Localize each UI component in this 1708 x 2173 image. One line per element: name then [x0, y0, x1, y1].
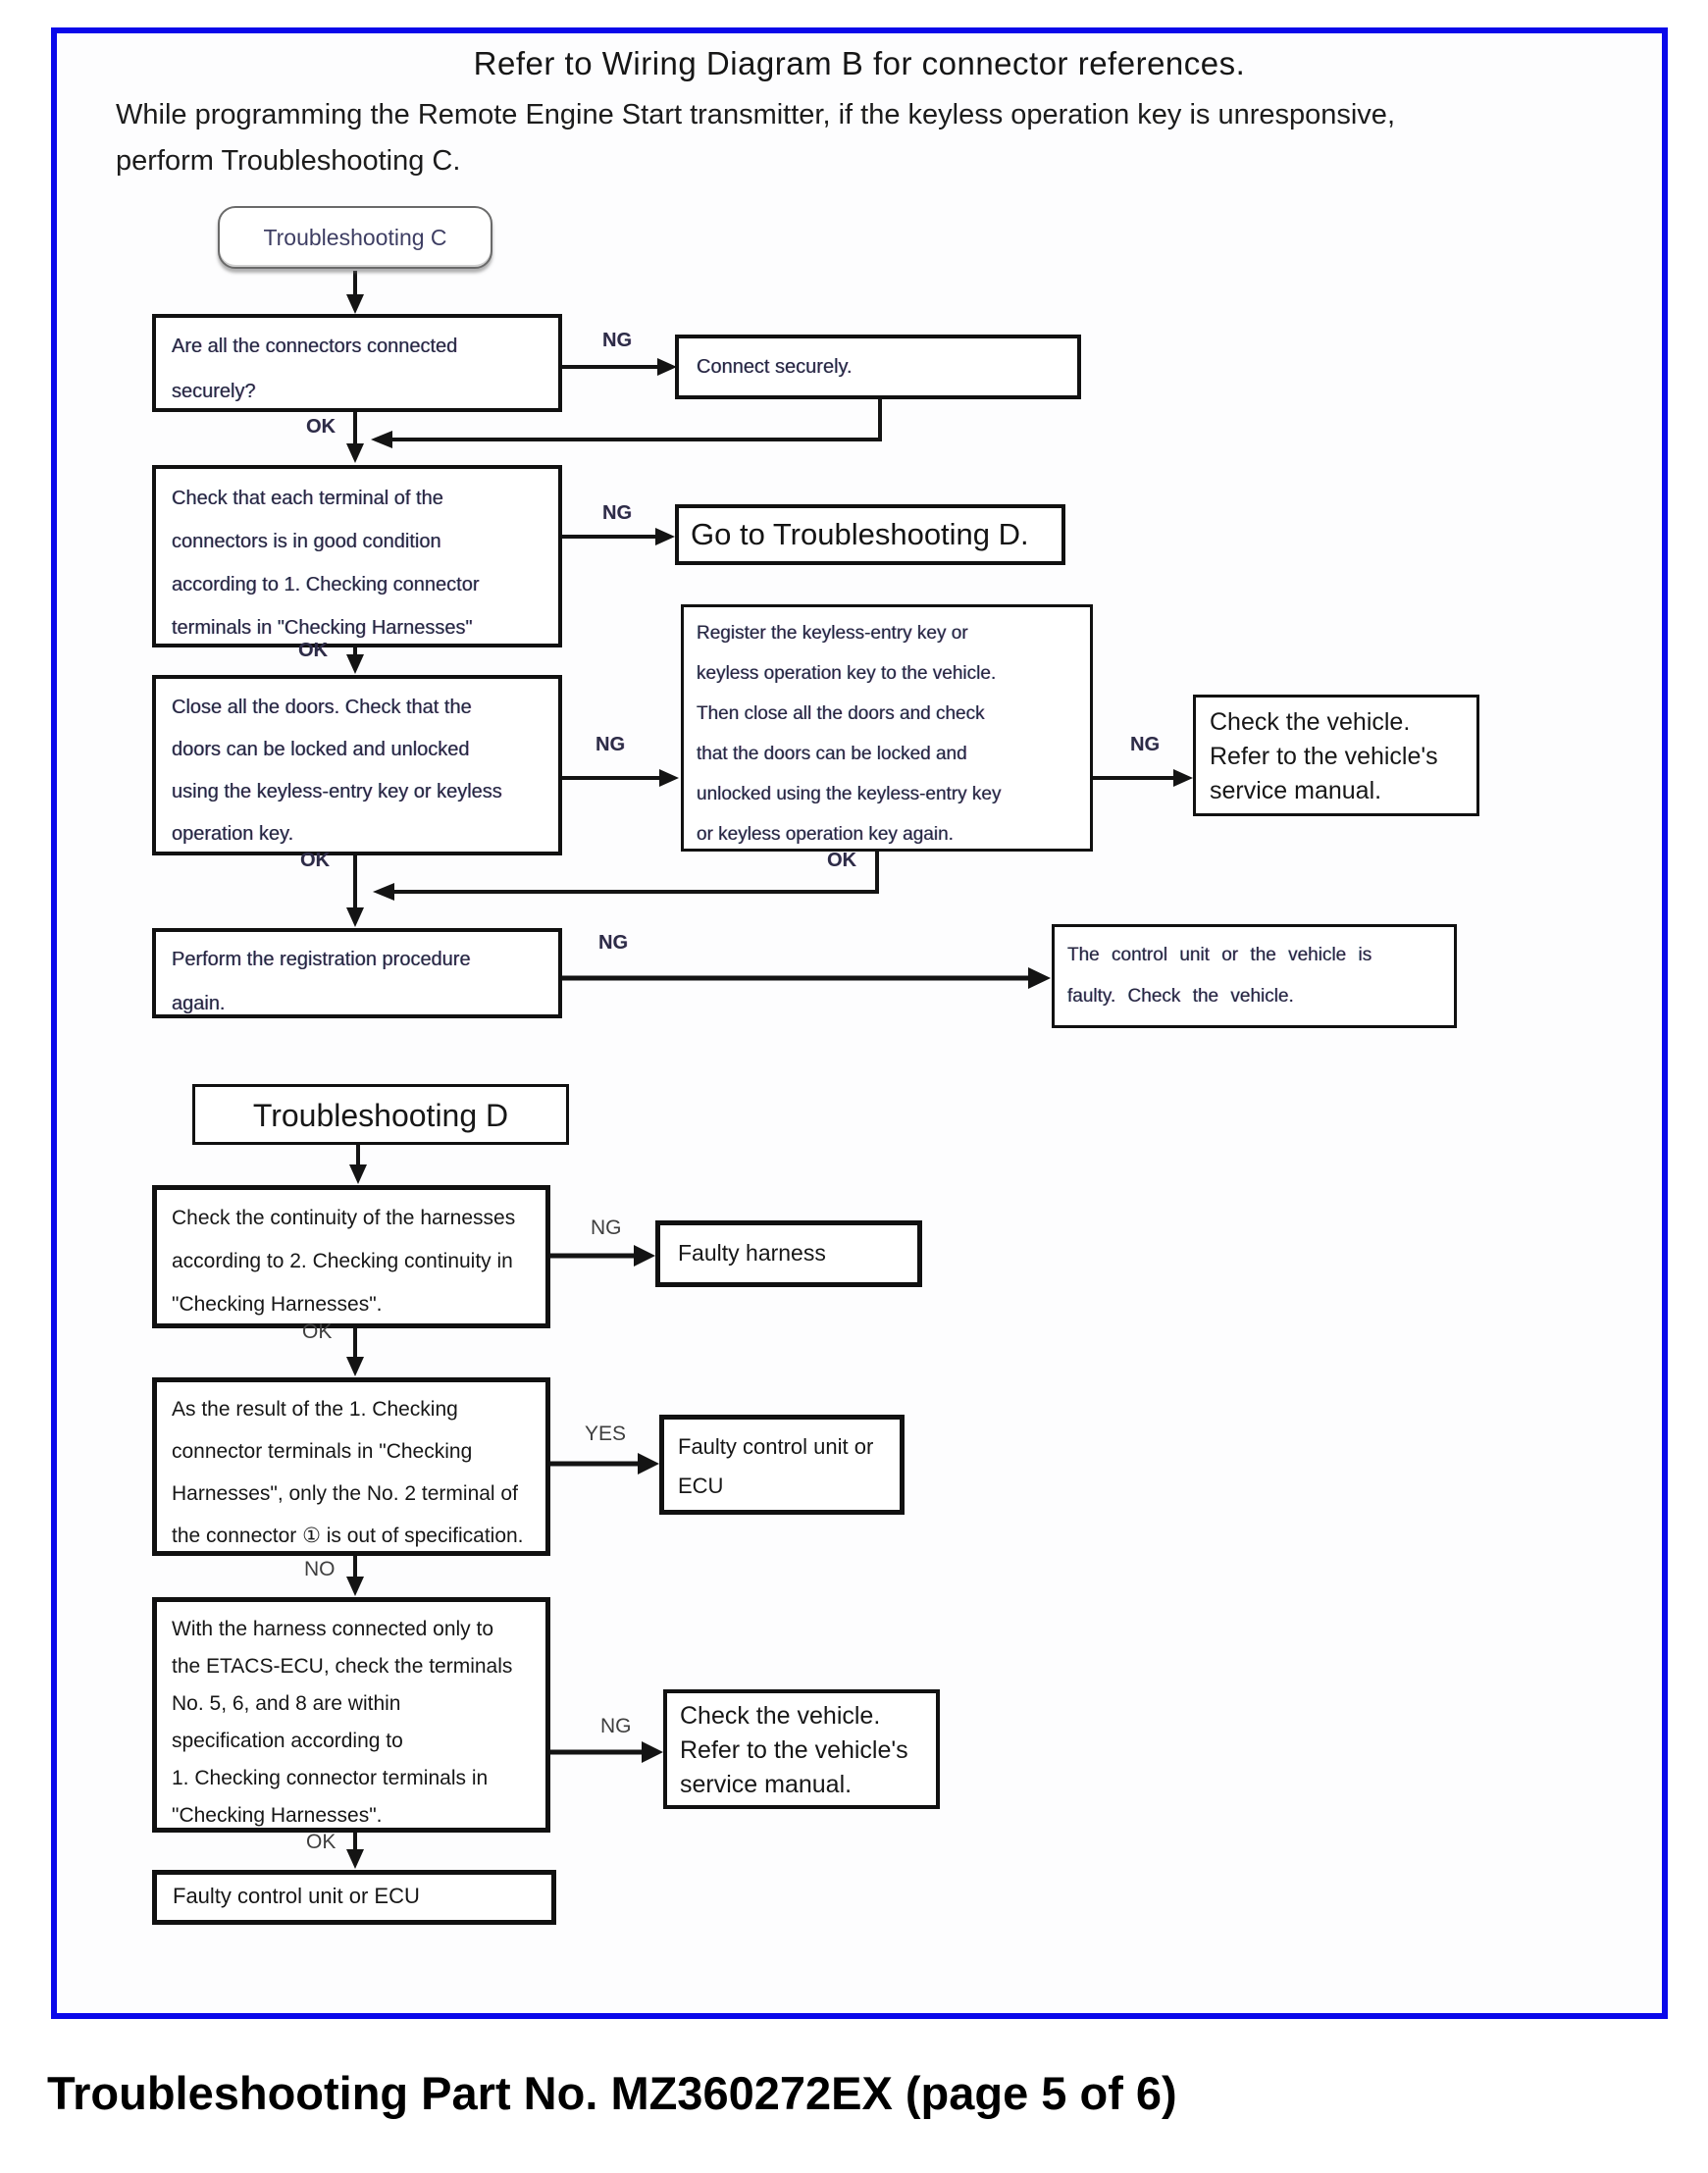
node-check-vehicle-service-manual-1: Check the vehicle. Refer to the vehicle'… [1193, 695, 1479, 816]
arrowhead-right [638, 1453, 659, 1475]
arrowhead-down [346, 1357, 364, 1376]
arrow-connect-securely-return [383, 399, 882, 441]
node-faulty-control-unit-ecu-2: Faulty control unit or ECU [152, 1870, 556, 1925]
arrowhead-down [346, 443, 364, 463]
node-perform-registration-again: Perform the registration procedure again… [152, 928, 562, 1018]
arrowhead-left [373, 883, 394, 901]
node-close-doors-lock-check: Close all the doors. Check that the door… [152, 675, 562, 855]
node-start-troubleshooting-d: Troubleshooting D [192, 1084, 569, 1145]
arrowhead-down [346, 294, 364, 314]
node-start-troubleshooting-c: Troubleshooting C [218, 206, 492, 269]
page-footer-part-number: Troubleshooting Part No. MZ360272EX (pag… [47, 2067, 1177, 2119]
arrowhead-down [346, 1849, 364, 1869]
node-faulty-harness: Faulty harness [655, 1220, 922, 1287]
edge-label-q1-ng: NG [602, 330, 632, 351]
arrowhead-right [634, 1245, 655, 1267]
arrowhead-down [346, 907, 364, 927]
arrow-heads [346, 294, 1193, 1869]
edge-label-d3-ok: OK [306, 1831, 336, 1853]
arrowhead-down [349, 1164, 367, 1184]
arrowhead-left [371, 431, 392, 448]
arrowhead-down [346, 1577, 364, 1596]
arrowhead-right [659, 769, 679, 787]
node-register-keyless-key: Register the keyless-entry key or keyles… [681, 604, 1093, 852]
arrowhead-down [346, 654, 364, 674]
edge-label-q4-ng: NG [598, 932, 628, 954]
edge-label-q2-ok: OK [298, 640, 328, 661]
connector-lines [353, 271, 1181, 1862]
node-go-to-troubleshooting-d: Go to Troubleshooting D. [675, 504, 1065, 565]
arrowhead-right [657, 358, 677, 376]
arrowhead-right [655, 528, 675, 545]
arrowhead-right [642, 1741, 663, 1763]
node-connectors-connected-question: Are all the connectors connected securel… [152, 314, 562, 412]
arrowhead-right [1028, 967, 1051, 989]
edge-label-d1-ok: OK [302, 1320, 333, 1343]
node-control-unit-vehicle-faulty: The control unit or the vehicle is fault… [1052, 924, 1457, 1028]
node-check-harness-continuity: Check the continuity of the harnesses ac… [152, 1185, 550, 1328]
node-faulty-control-unit-ecu-1: Faulty control unit or ECU [659, 1415, 905, 1515]
node-check-terminal-condition: Check that each terminal of the connecto… [152, 465, 562, 647]
arrow-register-ok-return [385, 852, 879, 894]
node-terminal-2-out-of-spec: As the result of the 1. Checking connect… [152, 1377, 550, 1556]
arrowhead-right [1173, 769, 1193, 787]
edge-label-q3-ng: NG [595, 734, 625, 755]
edge-label-register-ng: NG [1130, 734, 1160, 755]
edge-label-d2-yes: YES [585, 1423, 627, 1445]
node-connect-securely: Connect securely. [675, 335, 1081, 399]
edge-label-d3-ng: NG [600, 1715, 632, 1737]
edge-label-d1-ng: NG [591, 1216, 622, 1239]
edge-label-q3-ok: OK [300, 850, 330, 871]
edge-label-d2-no: NO [304, 1558, 336, 1580]
intro-paragraph: While programming the Remote Engine Star… [116, 99, 1395, 177]
node-etacs-ecu-terminals-5-6-8: With the harness connected only to the E… [152, 1597, 550, 1833]
edge-label-q1-ok: OK [306, 416, 336, 438]
node-check-vehicle-service-manual-2: Check the vehicle. Refer to the vehicle'… [663, 1689, 940, 1809]
edge-label-q2-ng: NG [602, 502, 632, 524]
page-title: Refer to Wiring Diagram B for connector … [473, 45, 1246, 81]
edge-label-register-ok: OK [827, 850, 856, 871]
